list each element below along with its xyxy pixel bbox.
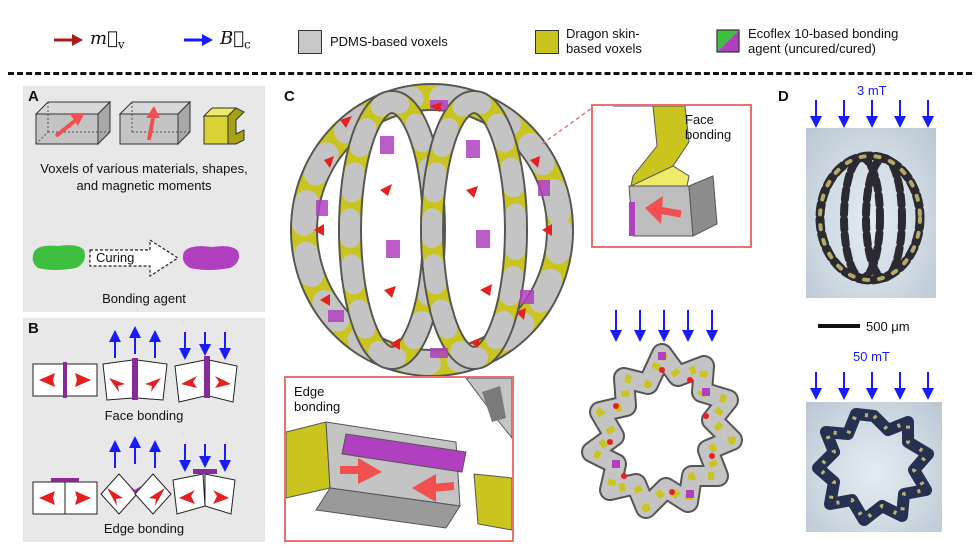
cured-agent-blob [182,246,239,270]
photo-3mt [806,128,936,298]
divider-line [8,72,972,75]
edge-bonding-caption: Edge bonding [103,521,185,536]
field-arrow-icon [184,34,213,46]
edge-bonding-field-down [172,444,236,515]
voxels-caption: Voxels of various materials, shapes, and… [40,161,248,193]
pdms-voxel-1 [34,100,112,146]
edge-bonding-inset: Edge bonding [284,376,514,542]
field-arrows-bottom [810,372,934,400]
bonding-mechanism-illustration [32,326,238,515]
face-bonding-caption: Face bonding [104,408,184,423]
magnetization-arrow-icon [54,34,83,46]
photo-50mt-sample [812,408,934,526]
photo-50mt [806,402,942,532]
voxel-types-illustration [34,100,245,146]
dragon-skin-label: Dragon skin-based voxels [566,26,642,56]
edge-bonding-closeup-illustration [286,378,512,531]
edge-bonding-inset-label: Edge bonding [294,384,341,414]
face-bonding-inset: Face bonding [591,104,752,248]
curing-arrow-icon [89,238,180,278]
voxel-sphere-structure [290,83,574,377]
edge-bonding-flat [32,478,98,515]
face-bonding-inset-label: Face bonding [685,112,732,142]
uncured-agent-blob [32,245,85,270]
curing-illustration [32,238,239,278]
field-top-label: 3 mT [857,83,887,98]
face-bonding-flat [32,362,98,398]
panel-b-label: B [28,320,39,337]
field-bottom-label: 50 mT [853,349,890,364]
pdms-label: PDMS-based voxels [330,34,448,49]
star-structure-under-field [581,310,743,519]
face-bonding-closeup-illustration [613,106,718,237]
edge-bonding-field-up [100,436,172,515]
field-arrows-top [810,100,934,128]
curing-label: Curing [96,250,135,265]
face-bonding-field-down [174,332,238,403]
pdms-voxel-2 [118,100,192,146]
panel-c-label: C [284,88,295,105]
face-bonding-field-up [102,326,168,401]
dragon-skin-voxel [202,107,245,145]
bonding-agent-caption: Bonding agent [102,291,186,306]
scale-bar-label: 500 μm [866,319,910,334]
panel-a-label: A [28,88,39,105]
field-symbol: B⃗c [220,28,251,52]
pdms-swatch [298,30,322,54]
magnetization-symbol: m⃗v [90,28,125,52]
dragon-skin-swatch [535,30,559,54]
ecoflex-swatch [716,29,740,53]
scale-bar [818,324,860,328]
face-inset-connector [541,107,593,145]
panel-d-label: D [778,88,789,105]
photo-3mt-sample [815,151,925,285]
